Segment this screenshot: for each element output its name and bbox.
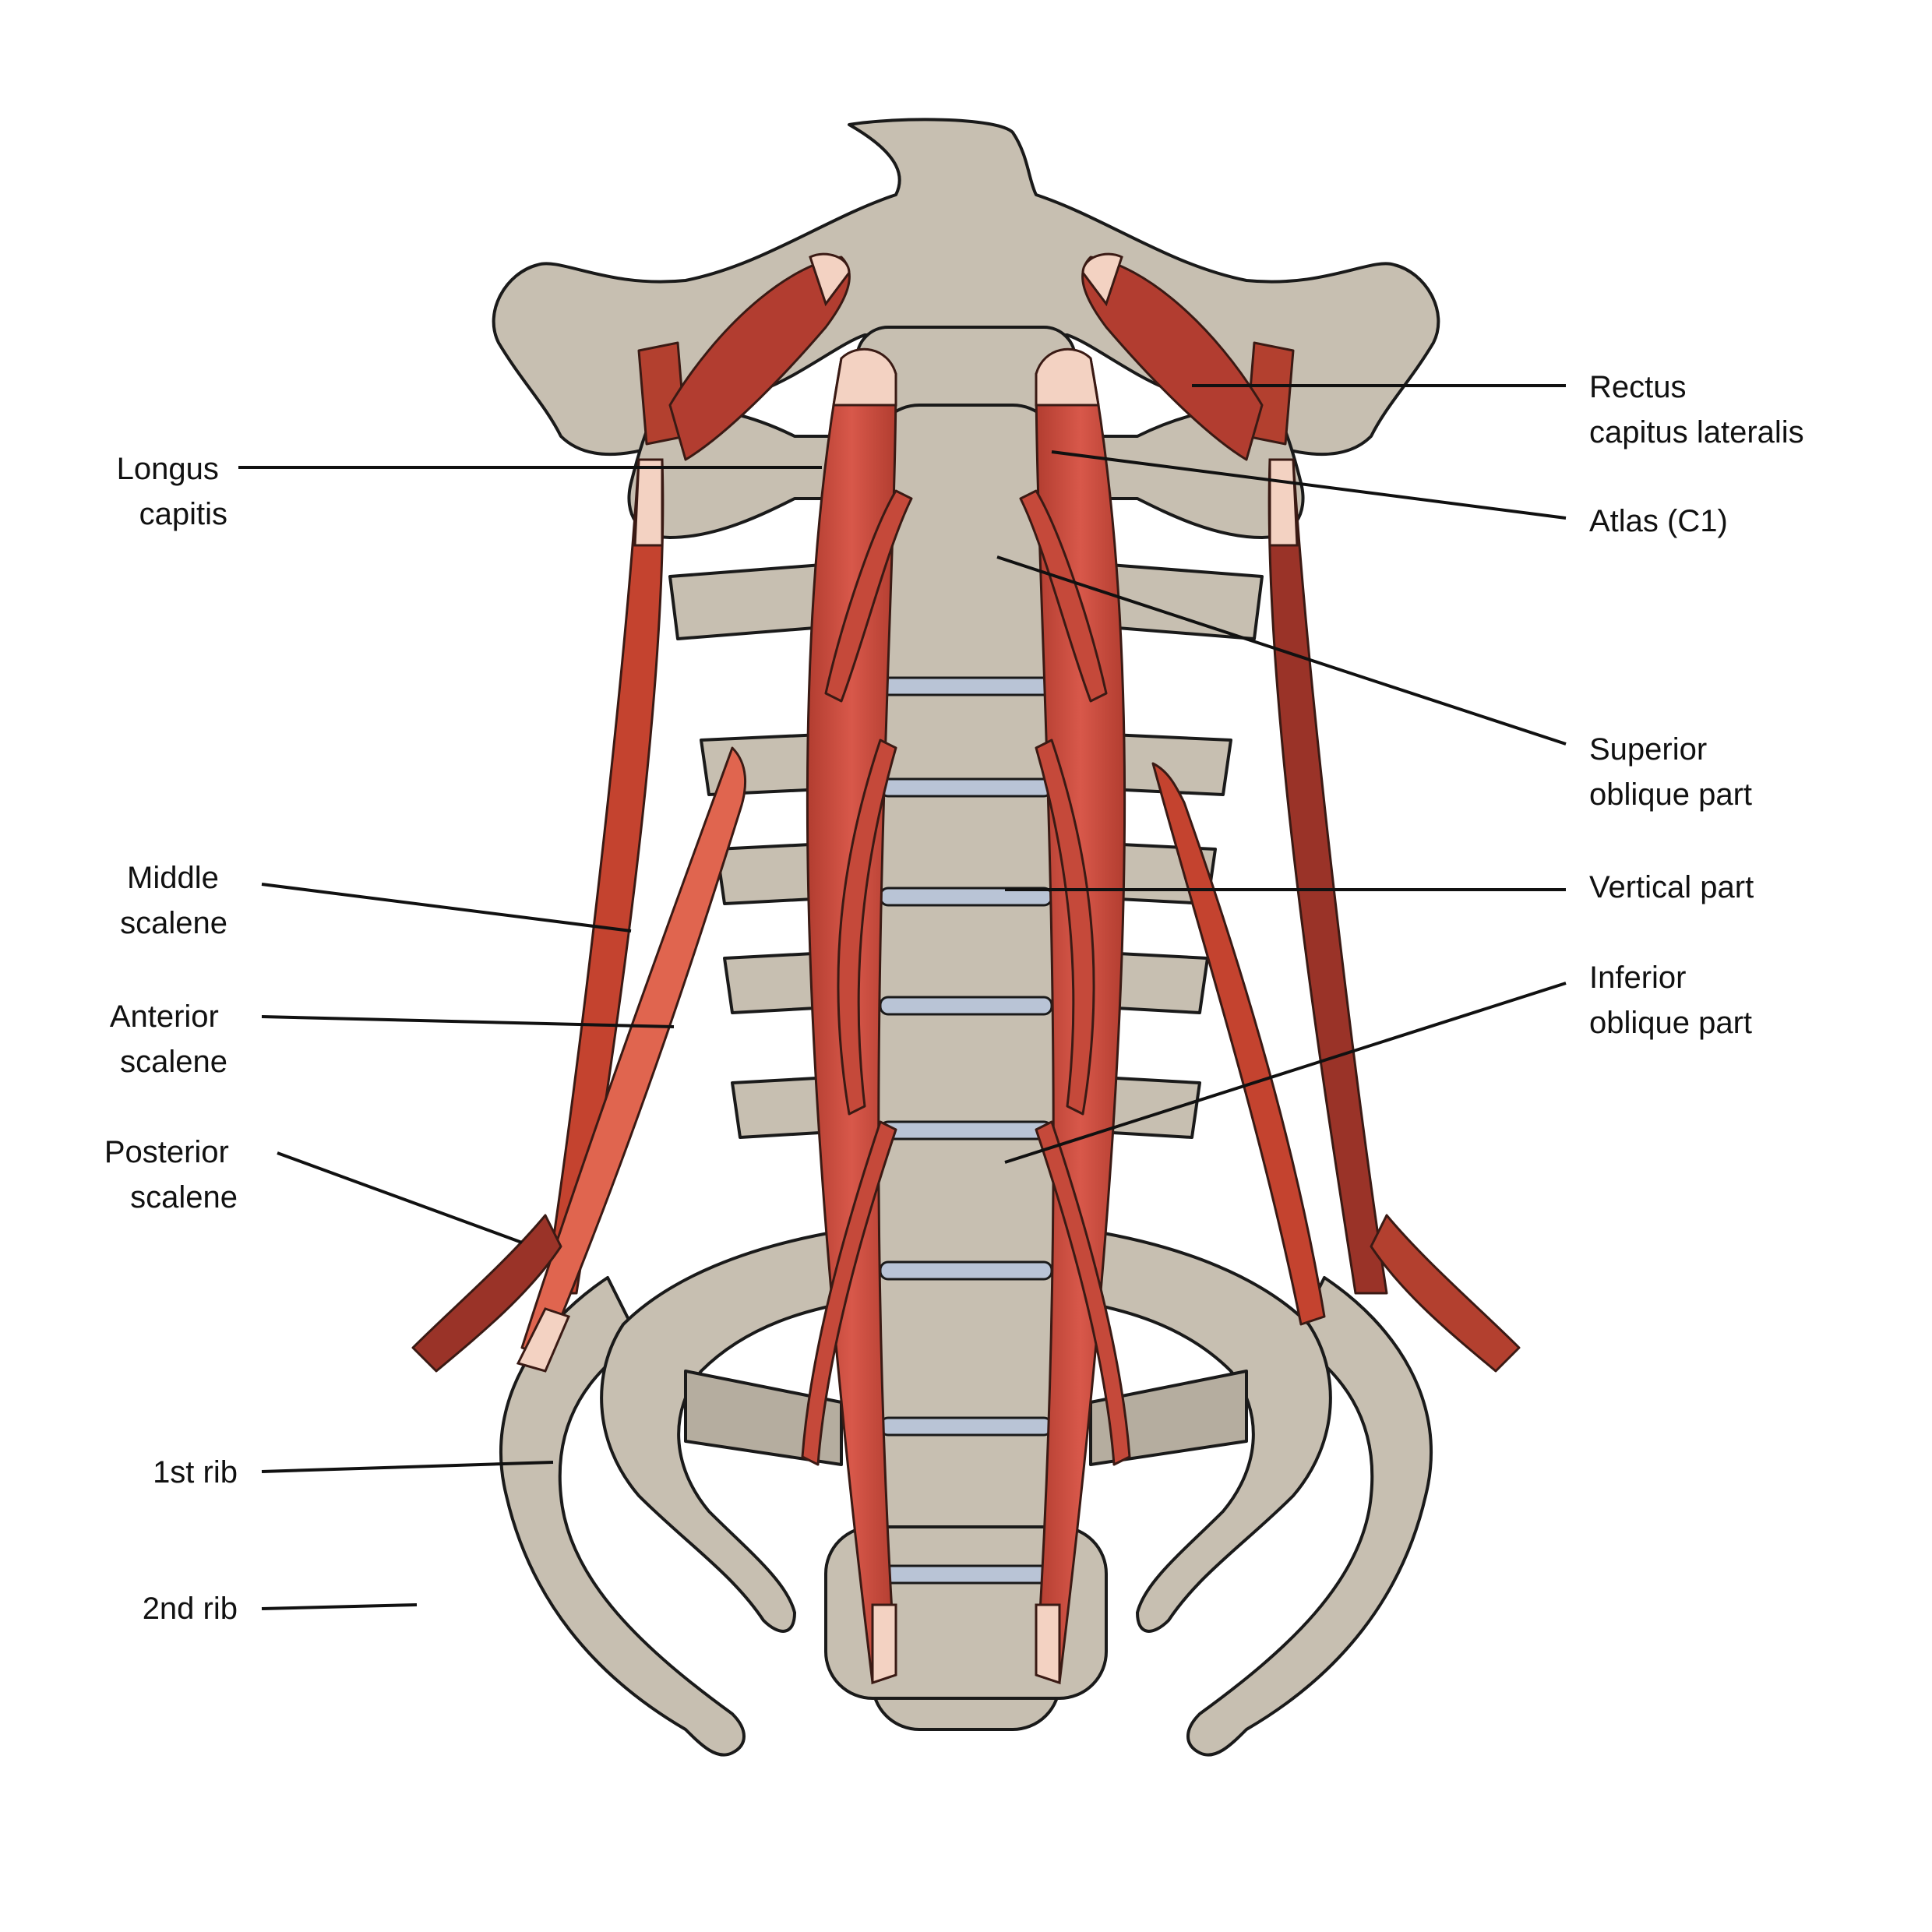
label-vertical-part: Vertical part [1589,870,1754,904]
longus-colli-oblique-parts [801,489,1131,1466]
leader-inferior-oblique [1004,982,1567,1164]
disc [879,676,1053,696]
leader-posterior-scalene [277,1151,523,1244]
leader-lines [238,384,1567,1610]
disc [879,1260,1053,1281]
anterior-scalene-left [520,746,747,1357]
label-superior-oblique: Superior oblique part [1589,732,1752,812]
leader-anterior-scalene [261,1015,675,1028]
posterior-scalene-left [411,1214,562,1373]
label-first-rib: 1st rib [153,1455,238,1490]
vertebral-column [627,326,1305,1731]
disc [879,777,1053,798]
leader-first-rib [261,1461,554,1473]
label-longus-capitis: Longus capitis [117,452,227,531]
second-rib-right [1186,1276,1433,1757]
middle-scalene-left [544,458,665,1295]
leader-second-rib [261,1603,418,1610]
scalene-muscles-left [411,458,747,1373]
scalene-muscles-right [1151,458,1521,1373]
label-middle-scalene: Middle scalene [120,861,227,940]
disc [879,1564,1053,1585]
ribs [499,1229,1433,1757]
first-rib-right [1074,1229,1332,1633]
disc [879,1416,1053,1437]
leader-middle-scalene [261,883,632,933]
leader-superior-oblique [996,555,1567,746]
label-anterior-scalene: Anterior scalene [110,999,227,1079]
label-rectus-capitis-lateralis: Rectus capitus lateralis [1589,370,1804,450]
disc [879,996,1053,1016]
labels: Rectus capitus lateralis Longus capitis … [104,370,1804,1626]
longus-capitis-muscle [668,252,1264,461]
disc [879,1120,1053,1141]
leader-atlas [1051,450,1567,520]
label-inferior-oblique: Inferior oblique part [1589,961,1752,1040]
label-atlas: Atlas (C1) [1589,504,1728,538]
label-posterior-scalene: Posterior scalene [104,1135,238,1215]
label-second-rib: 2nd rib [143,1592,238,1626]
first-rib-left [600,1229,858,1633]
